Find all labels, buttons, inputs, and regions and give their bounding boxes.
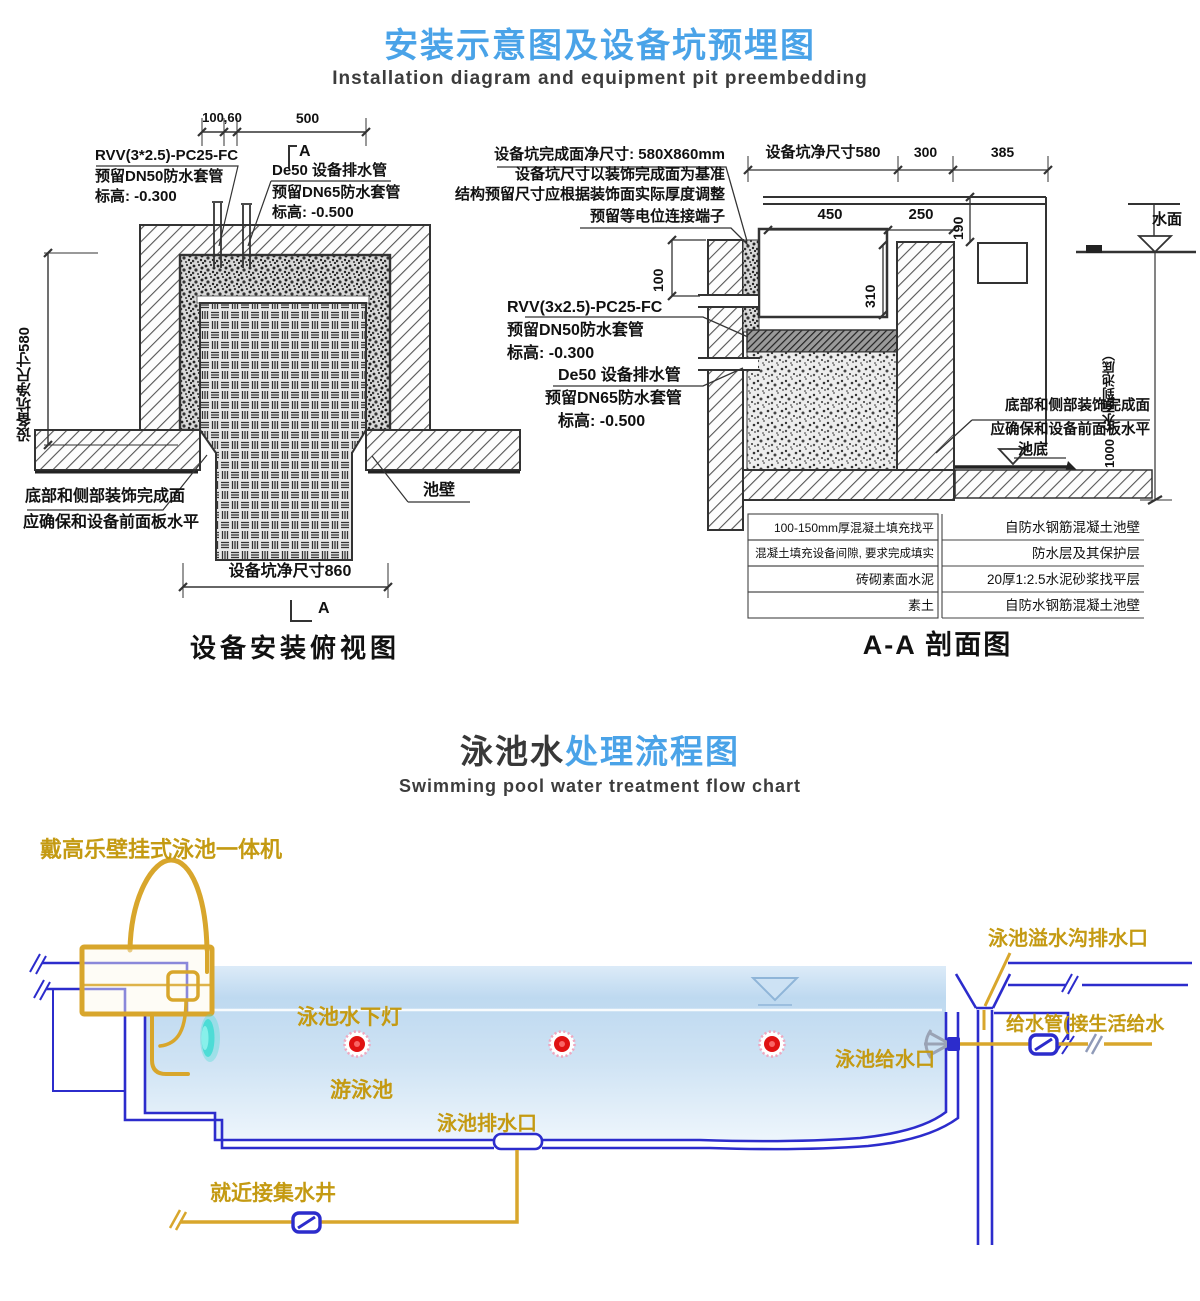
note-pit-datum: 设备坑尺寸以装饰完成面为基准 (514, 166, 725, 183)
label-collect-well: 就近接集水井 (210, 1182, 336, 1205)
layer-row: 20厚1:2.5水泥砂浆找平层 (986, 572, 1140, 587)
label-pool-inlet: 泳池给水口 (835, 1049, 935, 1071)
page-subtitle-flow: Swimming pool water treatment flow chart (398, 776, 802, 796)
underwater-lights (343, 1030, 786, 1058)
page-subtitle-install: Installation diagram and equipment pit p… (332, 68, 868, 89)
label-swimming-pool: 游泳池 (330, 1079, 393, 1102)
valve-collect-well (291, 1211, 322, 1234)
dim-pit-580-section: 设备坑净尺寸580 (765, 144, 881, 161)
label-wall-mounted-machine: 戴高乐壁挂式泳池一体机 (40, 837, 283, 862)
dim-385: 385 (990, 144, 1015, 160)
title-flow-blue: 处理流程图 (565, 733, 740, 770)
layer-row: 素土 (907, 598, 934, 613)
label-pool-bottom: 池底 (1018, 441, 1049, 458)
dim-300: 300 (913, 144, 938, 160)
label-drainpipe-sleeve-section: 预留DN65防水套管 (545, 390, 682, 407)
dim-pit-860: 设备坑净尺寸860 (228, 563, 352, 580)
section-marker-a-bottom: A (318, 600, 330, 617)
label-pool-drain-outlet: 泳池排水口 (437, 1113, 537, 1135)
dim-500: 500 (295, 110, 320, 126)
label-supply-pipe: 给水管(接生活给水 (1006, 1014, 1165, 1035)
layer-row: 100-150mm厚混凝土填充找平 (773, 521, 934, 535)
layer-row: 防水层及其保护层 (1032, 546, 1140, 561)
label-drainpipe-sleeve: 预留DN65防水套管 (272, 184, 401, 201)
dim-190: 190 (950, 216, 966, 240)
layer-row: 自防水钢筋混凝土池壁 (1005, 598, 1140, 613)
label-finish-2-section: 应确保和设备前面板水平 (990, 422, 1151, 438)
label-cable-sleeve-section: 预留DN50防水套管 (507, 322, 644, 339)
dim-pit-580: 设备坑净尺寸580 (16, 326, 33, 442)
note-pit-finish-size: 设备坑完成面净尺寸: 580X860mm (494, 146, 725, 163)
label-drainpipe-section: De50 设备排水管 (558, 367, 681, 384)
label-cable-elevation: 标高: -0.300 (95, 188, 177, 205)
label-finish-1-section: 底部和侧部装饰完成面 (1005, 398, 1150, 414)
note-equipotential: 预留等电位连接端子 (589, 208, 725, 225)
dim-310: 310 (862, 284, 878, 308)
page-title-install: 安装示意图及设备坑预埋图 (384, 27, 816, 65)
caption-section-view: A-A 剖面图 (862, 630, 1013, 660)
dim-450: 450 (817, 206, 843, 223)
label-cable-elev-section: 标高: -0.300 (507, 345, 595, 362)
label-drainpipe-elevation: 标高: -0.500 (272, 204, 354, 221)
label-cable-spec: RVV(3*2.5)-PC25-FC (95, 147, 239, 164)
label-finish-2: 应确保和设备前面板水平 (23, 514, 200, 531)
dim-100: 100 (650, 268, 666, 292)
label-water-surface: 水面 (1152, 211, 1183, 228)
section-marker-a-top: A (299, 143, 311, 160)
caption-top-view: 设备安装俯视图 (189, 633, 400, 663)
label-finish-1: 底部和侧部装饰完成面 (25, 488, 186, 505)
label-overflow-outlet: 泳池溢水沟排水口 (988, 928, 1148, 950)
label-pool-wall: 池壁 (423, 482, 456, 499)
page-title-flow: 泳池水处理流程图 (0, 733, 1200, 772)
inlet-nozzle (924, 1029, 960, 1059)
label-underwater-light: 泳池水下灯 (297, 1006, 402, 1029)
layer-row: 混凝土填充设备间隙, 要求完成填实 (755, 548, 934, 560)
valve-supply (1028, 1033, 1059, 1056)
dim-100-60: 100,60 (202, 110, 242, 125)
note-pit-adjust: 结构预留尺寸应根据装饰面实际厚度调整 (454, 186, 725, 203)
label-drainpipe-elev-section: 标高: -0.500 (558, 413, 646, 430)
label-cable-sleeve: 预留DN50防水套管 (95, 168, 224, 185)
layer-row: 自防水钢筋混凝土池壁 (1005, 520, 1140, 535)
layer-row: 砖砌素面水泥 (855, 572, 934, 587)
dim-250: 250 (908, 206, 934, 223)
label-cable-spec-section: RVV(3x2.5)-PC25-FC (507, 299, 663, 316)
title-flow-dark: 泳池水 (460, 733, 565, 770)
label-drainpipe: De50 设备排水管 (272, 162, 388, 179)
